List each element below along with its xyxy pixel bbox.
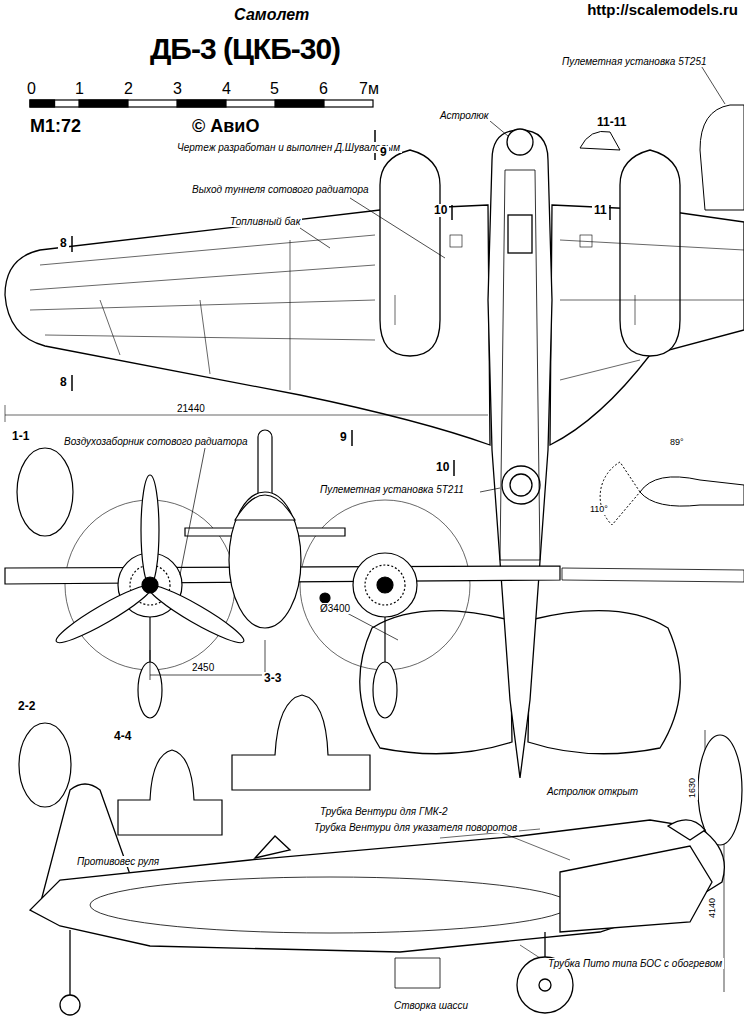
title-prefix: Самолет	[232, 6, 311, 24]
scale-number: 2	[122, 80, 135, 98]
author-note: Чертеж разработан и выполнен Д.Шуваловым	[175, 142, 402, 153]
section-number: 11	[592, 204, 609, 217]
scale-number: 0	[25, 80, 38, 98]
scale-number: 5	[268, 80, 281, 98]
part-label: Топливный бак	[228, 216, 302, 227]
scale-number: 7м	[357, 80, 381, 98]
part-label: Трубка Вентури для указателя поворотов	[312, 822, 519, 833]
section-mark: 2-2	[16, 700, 37, 713]
section-number: 8	[58, 376, 69, 389]
section-number: 8	[58, 237, 69, 250]
copyright: © АвиО	[190, 117, 261, 137]
section-number: 9	[378, 146, 389, 159]
part-label: Выход туннеля сотового радиатора	[190, 184, 371, 195]
scale-number: 4	[220, 80, 233, 98]
dimension-value: Ø3400	[318, 603, 352, 614]
part-label: Трубка Пито типа БОС с обогревом	[546, 958, 724, 969]
section-number: 10	[432, 204, 449, 217]
angle-value: 89°	[668, 438, 686, 448]
section-mark: 4-4	[112, 730, 133, 743]
angle-value: 110°	[588, 505, 610, 515]
scale-number: 1	[73, 80, 86, 98]
section-mark: 1-1	[10, 430, 31, 443]
watermark: http://scalemodels.ru	[585, 2, 740, 19]
part-label: Трубка Вентури для ГМК-2	[318, 806, 450, 817]
drawing-title: ДБ-3 (ЦКБ-30)	[150, 34, 340, 64]
part-label: Створка шасси	[392, 1000, 470, 1011]
section-shapes	[17, 448, 742, 845]
part-label: Астролюк	[438, 110, 491, 121]
scale-number: 3	[171, 80, 184, 98]
plan-view	[5, 129, 744, 778]
turret-sketch	[580, 105, 744, 525]
section-mark: 11-11	[595, 116, 628, 129]
dimension-value: 2450	[190, 662, 216, 673]
part-label: Пулеметная установка 5Т211	[318, 484, 466, 495]
part-label: Противовес руля	[75, 856, 161, 867]
side-view	[30, 784, 724, 1015]
section-number: 9	[338, 431, 349, 444]
scale-ratio: М1:72	[28, 117, 83, 137]
dimension-value: 4140	[708, 896, 718, 920]
dimension-value: 1630	[688, 776, 698, 800]
section-number: 10	[434, 461, 451, 474]
part-label: Пулеметная установка 5Т251	[560, 56, 709, 67]
front-view	[5, 430, 744, 718]
scale-number: 6	[317, 80, 330, 98]
part-label: Воздухозаборник сотового радиатора	[62, 436, 250, 447]
section-mark: 3-3	[262, 672, 283, 685]
part-label: Астролюк открыт	[545, 786, 640, 797]
dimension-value: 21440	[175, 403, 207, 414]
panel-lines	[5, 130, 744, 476]
scale-bar	[30, 100, 373, 107]
